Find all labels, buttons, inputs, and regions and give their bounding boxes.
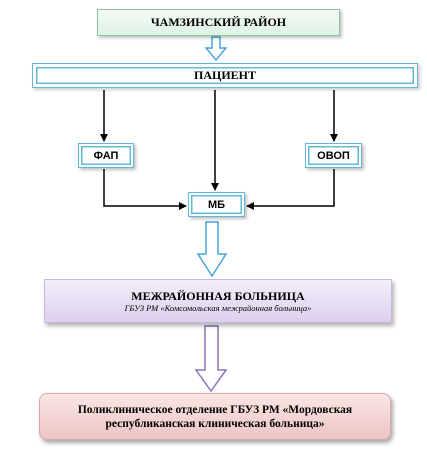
hollow-arrow-district-patient [204, 36, 228, 62]
connector-fap-mb [103, 169, 187, 210]
interdistrict-title: МЕЖРАЙОННАЯ БОЛЬНИЦА [131, 288, 305, 303]
interdistrict-subtitle: ГБУЗ РМ «Комсомольская межрайонная больн… [124, 302, 312, 313]
mb-node: МБ [188, 192, 245, 217]
mb-label: МБ [207, 198, 226, 211]
clinic-node: Поликлиническое отделение ГБУЗ РМ «Мордо… [39, 393, 391, 440]
ovop-label: ОВОП [317, 149, 350, 162]
clinic-label-line2: республиканская клиническая больница» [105, 417, 325, 430]
patient-node: ПАЦИЕНТ [32, 63, 418, 88]
fap-label: ФАП [93, 149, 119, 162]
connector-ovop-mb [246, 169, 335, 210]
district-node: ЧАМЗИНСКИЙ РАЙОН [97, 9, 340, 36]
patient-label: ПАЦИЕНТ [193, 68, 256, 82]
clinic-label-line1: Поликлиническое отделение ГБУЗ РМ «Мордо… [77, 403, 353, 416]
hollow-arrow-interdistrict-clinic [194, 325, 228, 393]
district-label: ЧАМЗИНСКИЙ РАЙОН [150, 15, 287, 29]
fap-node: ФАП [78, 143, 134, 168]
ovop-node: ОВОП [305, 143, 362, 168]
hollow-arrow-mb-interdistrict [196, 221, 228, 278]
interdistrict-hospital-node: МЕЖРАЙОННАЯ БОЛЬНИЦА ГБУЗ РМ «Комсомольс… [44, 279, 392, 323]
